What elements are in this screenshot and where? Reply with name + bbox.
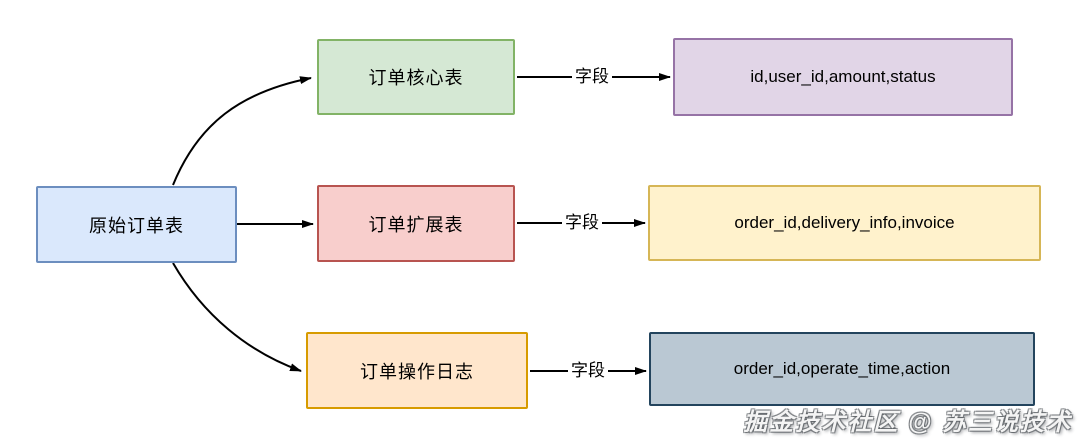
node-order-core-table: 订单核心表 [317, 39, 515, 115]
edge-source-to-core-table [172, 76, 312, 186]
edge-label-fields-3: 字段 [568, 360, 608, 382]
node-core-fields: id,user_id,amount,status [673, 38, 1013, 116]
node-original-order-table-label: 原始订单表 [89, 215, 184, 236]
node-order-core-table-label: 订单核心表 [368, 68, 464, 88]
node-extension-fields-label: order_id,delivery_info,invoice [734, 213, 955, 232]
node-order-operation-log-label: 订单操作日志 [360, 361, 474, 382]
edge-label-fields-2: 字段 [562, 212, 602, 234]
watermark-text: 掘金技术社区 @ 苏三说技术 [743, 409, 1072, 436]
node-log-fields-label: order_id,operate_time,action [733, 359, 951, 378]
node-original-order-table: 原始订单表 [36, 186, 237, 263]
node-order-extension-table-label: 订单扩展表 [368, 214, 464, 235]
node-core-fields-label: id,user_id,amount,status [750, 67, 936, 86]
node-order-extension-table: 订单扩展表 [317, 185, 515, 262]
node-log-fields: order_id,operate_time,action [649, 332, 1035, 406]
edge-label-fields-1: 字段 [572, 66, 612, 88]
node-extension-fields: order_id,delivery_info,invoice [648, 185, 1041, 261]
edge-source-to-log-table [172, 262, 302, 372]
node-order-operation-log: 订单操作日志 [306, 332, 528, 409]
